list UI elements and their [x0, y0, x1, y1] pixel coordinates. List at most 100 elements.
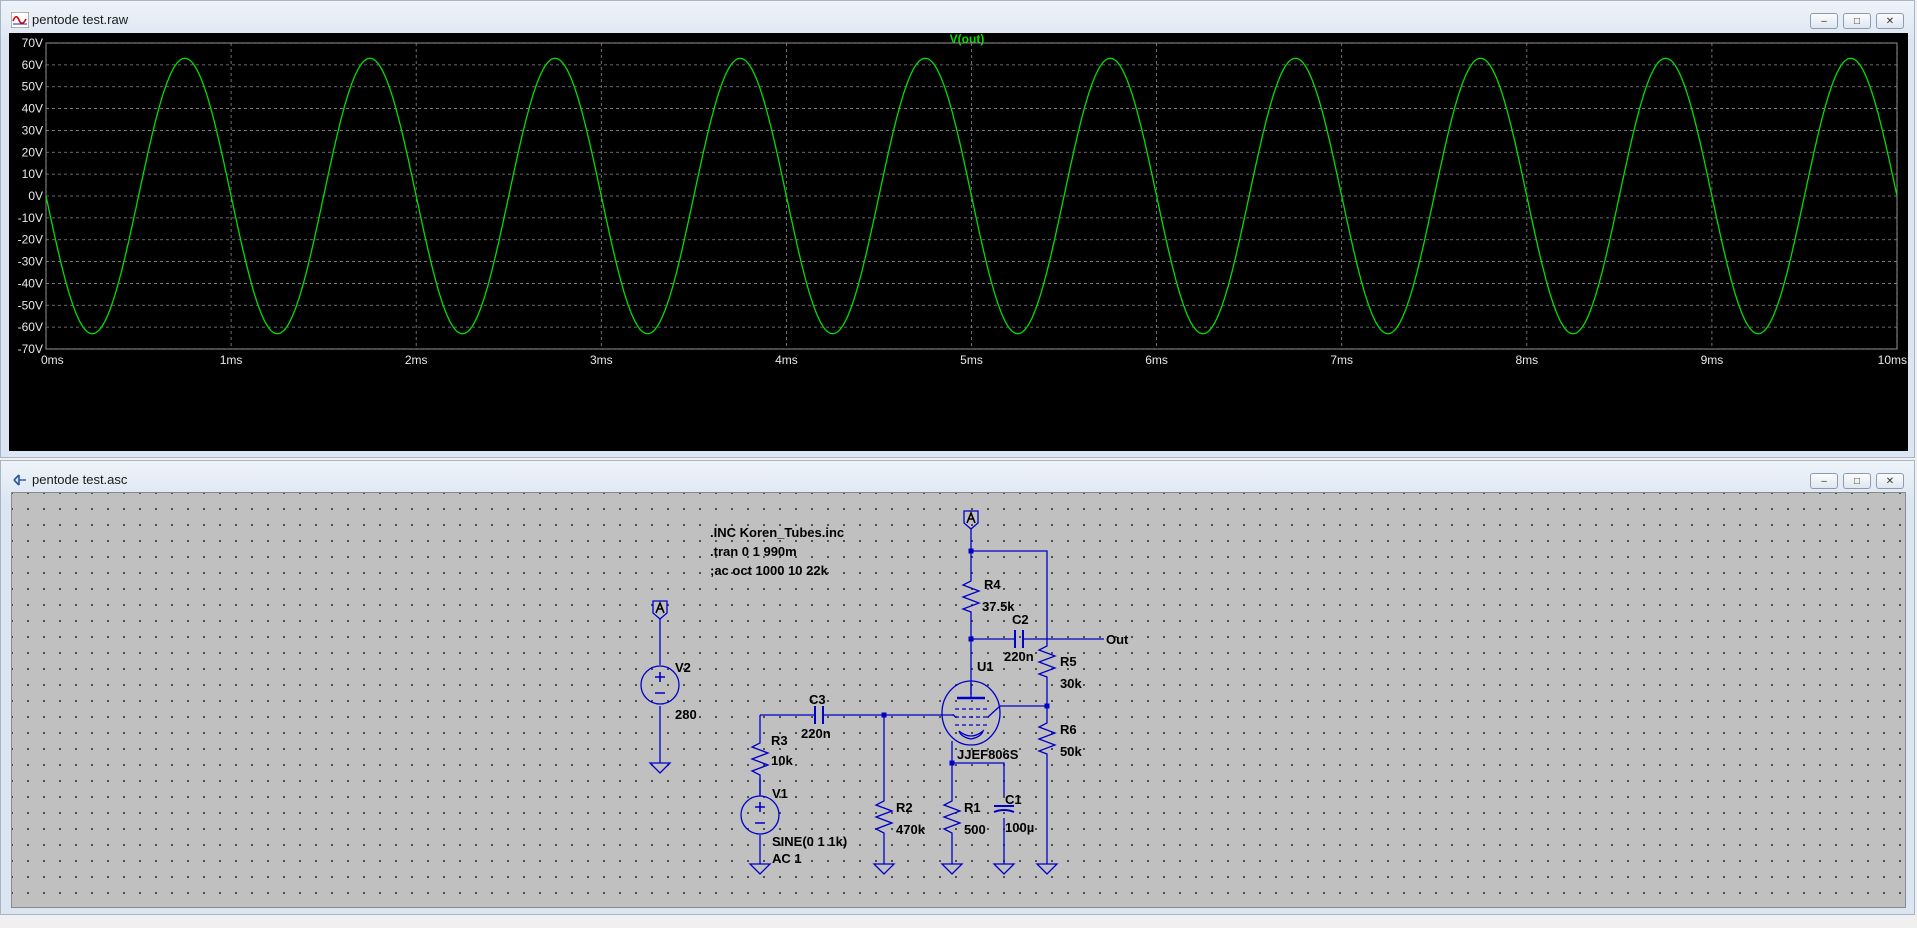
- y-tick-label: -60V: [18, 320, 43, 334]
- waveform-window[interactable]: pentode test.raw –□ ✕ V(out) 70V 60V 50V 40V…: [0, 0, 1915, 458]
- restore-button[interactable]: □: [1843, 473, 1871, 489]
- component-value[interactable]: 10k: [771, 753, 793, 768]
- y-tick-label: 40V: [22, 102, 43, 116]
- x-axis-ticks: 0ms 1ms 2ms 3ms 4ms 5ms 6ms 7ms 8ms 9ms 10ms: [41, 353, 1907, 367]
- component-name[interactable]: C3: [809, 692, 826, 707]
- spice-directive[interactable]: ;ac oct 1000 10 22k: [710, 563, 829, 578]
- x-tick-label: 6ms: [1145, 353, 1168, 367]
- x-tick-label: 0ms: [41, 353, 64, 367]
- ground-icon[interactable]: [940, 863, 964, 875]
- voltage-source-v1-icon[interactable]: [740, 779, 780, 835]
- capacitor-c2-icon[interactable]: [1014, 630, 1024, 648]
- resistor-r5-icon[interactable]: [1037, 641, 1057, 681]
- waveform-chart[interactable]: V(out) 70V 60V 50V 40V 30V 20V 10V 0V -10V -20V -3…: [9, 32, 1908, 451]
- component-name[interactable]: V1: [772, 786, 788, 801]
- y-tick-label: -40V: [18, 276, 43, 290]
- schematic-canvas[interactable]: .INC Koren_Tubes.inc .tran 0 1 990m ;ac …: [11, 492, 1906, 908]
- trace-v-out[interactable]: [45, 57, 1898, 335]
- ground-icon[interactable]: [992, 863, 1016, 875]
- component-name[interactable]: R4: [984, 577, 1001, 592]
- minimize-button[interactable]: –: [1810, 473, 1838, 489]
- component-value[interactable]: 37.5k: [982, 599, 1015, 614]
- schematic-window-title: pentode test.asc: [32, 472, 128, 487]
- y-tick-label: 10V: [22, 167, 43, 181]
- spice-directive[interactable]: .tran 0 1 990m: [710, 544, 797, 559]
- plot-grid: [45, 42, 1898, 350]
- schematic-drawing[interactable]: .INC Koren_Tubes.inc .tran 0 1 990m ;ac …: [12, 493, 1905, 907]
- x-tick-label: 9ms: [1701, 353, 1724, 367]
- resistor-r6-icon[interactable]: [1037, 719, 1057, 758]
- ground-icon[interactable]: [872, 863, 896, 875]
- resistor-r3-icon[interactable]: [750, 739, 770, 779]
- x-tick-label: 3ms: [590, 353, 613, 367]
- component-name[interactable]: R1: [964, 800, 981, 815]
- net-label-out[interactable]: Out: [1106, 632, 1129, 647]
- component-value[interactable]: 220n: [1004, 649, 1034, 664]
- resistor-r2-icon[interactable]: [874, 797, 894, 841]
- waveform-window-title: pentode test.raw: [32, 12, 129, 27]
- component-name[interactable]: C1: [1005, 792, 1022, 807]
- component-name[interactable]: C2: [1012, 612, 1029, 627]
- trace-group: [45, 57, 1898, 335]
- close-button[interactable]: ✕: [1876, 13, 1904, 29]
- voltage-source-v2-icon[interactable]: [640, 665, 680, 705]
- x-tick-label: 8ms: [1515, 353, 1538, 367]
- schematic-window[interactable]: pentode test.asc –□ ✕ .INC Koren_Tubes.in…: [0, 460, 1915, 915]
- wires: [659, 529, 1104, 864]
- component-value[interactable]: JJEF806S: [957, 747, 1019, 762]
- power-flag-icon[interactable]: [963, 510, 979, 530]
- waveform-icon: [11, 12, 29, 28]
- waveform-window-titlebar[interactable]: pentode test.raw –□ ✕: [1, 1, 1914, 39]
- component-value[interactable]: SINE(0 1 1k): [772, 834, 847, 849]
- component-name[interactable]: V2: [675, 660, 691, 675]
- component-name[interactable]: R5: [1060, 654, 1077, 669]
- component-value[interactable]: 470k: [896, 822, 926, 837]
- y-tick-label: 20V: [22, 145, 43, 159]
- trace-name-label[interactable]: V(out): [950, 32, 985, 46]
- x-tick-label: 5ms: [960, 353, 983, 367]
- y-tick-label: -20V: [18, 233, 43, 247]
- y-tick-label: -70V: [18, 342, 43, 356]
- x-tick-label: 2ms: [405, 353, 428, 367]
- minimize-button[interactable]: –: [1810, 13, 1838, 29]
- y-tick-label: 50V: [22, 80, 43, 94]
- y-tick-label: 70V: [22, 36, 43, 50]
- component-value[interactable]: 500: [964, 822, 986, 837]
- component-name[interactable]: R6: [1060, 722, 1077, 737]
- component-value[interactable]: 280: [675, 707, 697, 722]
- close-button[interactable]: ✕: [1876, 473, 1904, 489]
- x-tick-label: 4ms: [775, 353, 798, 367]
- y-tick-label: -50V: [18, 298, 43, 312]
- x-tick-label: 1ms: [220, 353, 243, 367]
- component-name[interactable]: U1: [977, 659, 994, 674]
- y-axis-ticks: 70V 60V 50V 40V 30V 20V 10V 0V -10V -20V -30V -40V -…: [18, 36, 43, 356]
- x-tick-label: 7ms: [1330, 353, 1353, 367]
- component-value[interactable]: AC 1: [772, 851, 802, 866]
- component-value[interactable]: 220n: [801, 726, 831, 741]
- junction-dots: [881, 548, 1050, 766]
- capacitor-c3-icon[interactable]: [814, 706, 824, 724]
- component-value[interactable]: 50k: [1060, 744, 1082, 759]
- component-value[interactable]: 30k: [1060, 676, 1082, 691]
- ground-icon[interactable]: [1035, 863, 1059, 875]
- restore-button[interactable]: □: [1843, 13, 1871, 29]
- y-tick-label: 0V: [28, 189, 43, 203]
- ground-icon[interactable]: [648, 762, 672, 774]
- resistor-r4-icon[interactable]: [961, 577, 981, 615]
- resistor-r1-icon[interactable]: [942, 797, 962, 841]
- y-tick-label: 30V: [22, 123, 43, 137]
- y-tick-label: -10V: [18, 211, 43, 225]
- plot-pane[interactable]: V(out) 70V 60V 50V 40V 30V 20V 10V 0V -10V -20V -3…: [9, 32, 1908, 451]
- y-tick-label: -30V: [18, 255, 43, 269]
- component-value[interactable]: 100µ: [1005, 820, 1034, 835]
- spice-directive[interactable]: .INC Koren_Tubes.inc: [710, 525, 844, 540]
- x-tick-label: 10ms: [1878, 353, 1907, 367]
- ground-icon[interactable]: [748, 863, 772, 875]
- power-flag-icon[interactable]: [652, 600, 668, 620]
- capacitor-c1-icon[interactable]: [993, 805, 1015, 813]
- y-tick-label: 60V: [22, 58, 43, 72]
- schematic-icon: [13, 474, 26, 486]
- pentode-tube-icon[interactable]: [941, 680, 1001, 746]
- component-name[interactable]: R2: [896, 800, 913, 815]
- component-name[interactable]: R3: [771, 733, 788, 748]
